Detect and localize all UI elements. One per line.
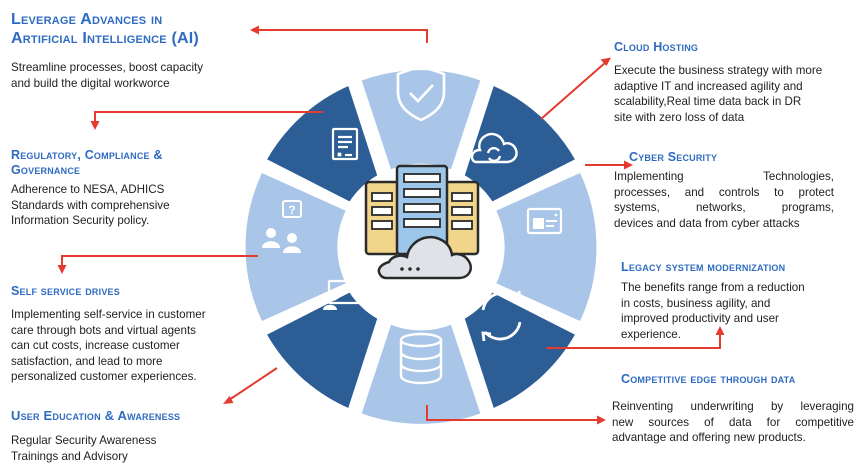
section-self-service-body: Implementing self-service in customer ca… bbox=[11, 307, 251, 385]
section-cloud-title: Cloud Hosting bbox=[614, 40, 699, 54]
server-cloud-icon bbox=[364, 164, 480, 280]
refresh-cycle-icon bbox=[481, 290, 522, 342]
database-icon bbox=[399, 332, 443, 385]
section-ai-title-line-2: Artificial Intelligence (AI) bbox=[11, 30, 199, 47]
user-question-icon: ? bbox=[262, 200, 302, 253]
section-self-service-title: Self service drives bbox=[11, 284, 120, 298]
section-cyber: Cyber Security Implementing Technologies… bbox=[614, 150, 834, 231]
arrow-heads bbox=[57, 25, 725, 425]
section-data: Competitive edge through data Reinventin… bbox=[612, 372, 854, 446]
body-line: Reinventing underwriting by leveraging bbox=[612, 400, 854, 413]
presentation-screen-icon bbox=[526, 207, 563, 235]
section-regulatory-title-line-2: Governance bbox=[11, 163, 81, 177]
body-line: systems, networks, programs, bbox=[614, 201, 834, 214]
section-legacy: Legacy system modernization The benefits… bbox=[621, 260, 841, 342]
body-line: The benefits range from a reduction bbox=[621, 281, 805, 294]
arrow-ai bbox=[256, 29, 428, 43]
body-line: in costs, business agility, and bbox=[621, 296, 771, 310]
document-checklist-icon bbox=[331, 127, 359, 161]
section-ai-body: Streamline processes, boost capacity and… bbox=[11, 60, 251, 91]
shield-check-icon bbox=[396, 64, 446, 122]
body-line: devices and data from cyber attacks bbox=[614, 216, 800, 230]
body-line: personalized customer experiences. bbox=[11, 370, 197, 383]
section-cyber-title: Cyber Security bbox=[629, 150, 718, 164]
body-line: processes, and controls to protect bbox=[614, 185, 834, 199]
sector-bottom-left bbox=[262, 288, 381, 413]
body-line: Adherence to NESA, ADHICS bbox=[11, 183, 165, 196]
section-education-body: Regular Security Awareness Trainings and… bbox=[11, 433, 251, 464]
sector-bottom-right bbox=[461, 288, 580, 413]
body-line: new sources of data for competitive bbox=[612, 415, 854, 429]
body-line: advantage and offering new products. bbox=[612, 431, 806, 444]
section-data-body: Reinventing underwriting by leveraging n… bbox=[612, 399, 854, 446]
section-cyber-body: Implementing Technologies, processes, an… bbox=[614, 169, 834, 231]
section-ai-title: Leverage Advances in Artificial Intellig… bbox=[11, 10, 251, 48]
body-line: Trainings and Advisory bbox=[11, 449, 128, 463]
section-cloud-body: Execute the business strategy with more … bbox=[614, 63, 854, 125]
arrow-data bbox=[426, 405, 600, 421]
section-ai: Leverage Advances in Artificial Intellig… bbox=[11, 10, 251, 91]
body-line: adaptive IT and increased agility and bbox=[614, 79, 803, 93]
body-line: Standards with comprehensive bbox=[11, 198, 170, 212]
body-line: Execute the business strategy with more bbox=[614, 64, 823, 77]
section-regulatory: Regulatory, Compliance & Governance Adhe… bbox=[11, 148, 231, 229]
arrow-self-service bbox=[61, 255, 258, 268]
body-line: experience. bbox=[621, 327, 681, 341]
whiteboard-teacher-icon bbox=[323, 279, 361, 310]
body-line: Implementing Technologies, bbox=[614, 170, 834, 183]
section-data-title: Competitive edge through data bbox=[621, 372, 796, 386]
section-self-service: Self service drives Implementing self-se… bbox=[11, 284, 251, 385]
section-legacy-title: Legacy system modernization bbox=[621, 260, 786, 274]
body-line: site with zero loss of data bbox=[614, 110, 745, 124]
section-regulatory-title-line-1: Regulatory, Compliance & bbox=[11, 148, 163, 162]
section-legacy-body: The benefits range from a reduction in c… bbox=[621, 280, 841, 342]
body-line: satisfaction, and lead to more bbox=[11, 354, 163, 368]
cloud-sync-icon bbox=[470, 132, 518, 164]
sector-bottom bbox=[357, 320, 485, 427]
section-cloud: Cloud Hosting Execute the business strat… bbox=[614, 40, 854, 125]
ring-sectors bbox=[242, 67, 600, 427]
section-regulatory-body: Adherence to NESA, ADHICS Standards with… bbox=[11, 182, 231, 229]
svg-text:?: ? bbox=[288, 203, 295, 217]
sector-right bbox=[492, 169, 600, 325]
body-line: can cut costs, increase customer bbox=[11, 339, 180, 352]
connector-arrows bbox=[61, 29, 721, 421]
section-education: User Education & Awareness Regular Secur… bbox=[11, 408, 251, 464]
arrow-cloud bbox=[540, 61, 607, 120]
body-line: Regular Security Awareness bbox=[11, 434, 157, 447]
arrow-regulatory bbox=[94, 111, 323, 124]
section-ai-title-line-1: Leverage Advances in bbox=[11, 11, 163, 28]
body-line: scalability,Real time data back in DR bbox=[614, 95, 802, 108]
body-line: Implementing self-service in customer bbox=[11, 308, 206, 321]
arrow-legacy bbox=[546, 332, 721, 349]
sector-top-left bbox=[262, 81, 381, 206]
body-line: Streamline processes, boost capacity bbox=[11, 61, 204, 74]
body-line: Information Security policy. bbox=[11, 214, 150, 227]
section-regulatory-title: Regulatory, Compliance & Governance bbox=[11, 148, 231, 178]
body-line: and build the digital workworce bbox=[11, 76, 170, 90]
body-line: care through bots and virtual agents bbox=[11, 323, 196, 337]
body-line: improved productivity and user bbox=[621, 312, 779, 325]
arrow-education bbox=[228, 367, 278, 401]
section-education-title: User Education & Awareness bbox=[11, 408, 181, 423]
